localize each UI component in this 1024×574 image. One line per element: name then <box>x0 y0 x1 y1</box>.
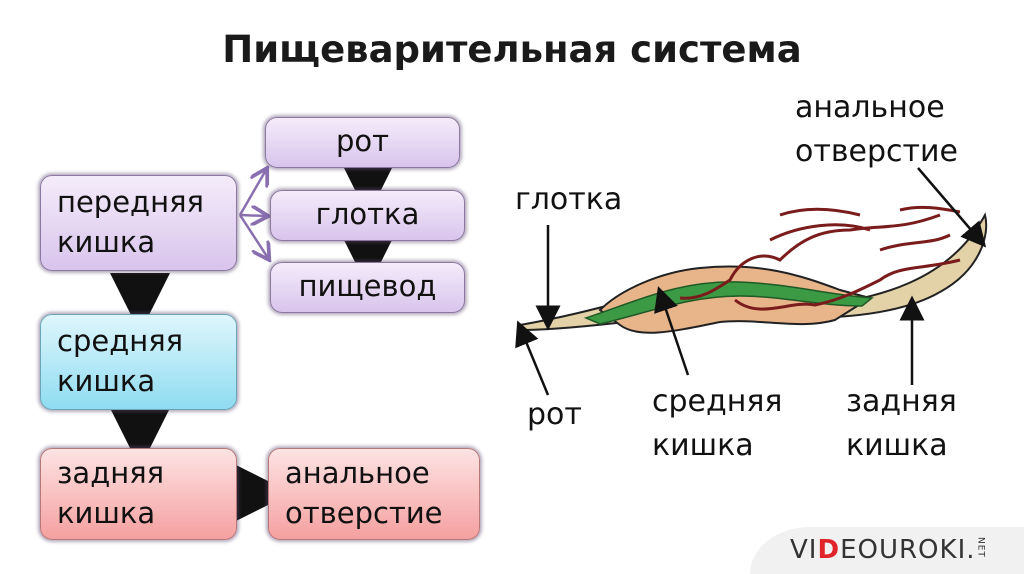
intestine-coils <box>679 205 961 311</box>
foregut-label: передняя кишка <box>57 185 204 259</box>
worm-illustration <box>519 205 988 334</box>
videouroki-logo: VIDEOUROKI.NET <box>790 535 986 565</box>
box-foregut: передняя кишка <box>40 175 237 271</box>
label-hindgut: задняя кишка <box>846 384 957 463</box>
pharynx-label: глотка <box>315 197 420 231</box>
midgut-label: средняя кишка <box>57 324 184 398</box>
branch-arrows <box>238 170 268 258</box>
label-midgut: средняя кишка <box>652 384 783 463</box>
logo-background <box>750 527 1024 574</box>
label-mouth: рот <box>527 397 582 432</box>
box-pharynx: глотка <box>270 190 465 241</box>
label-anus: анальное отверстие <box>795 90 958 169</box>
flow-arrows <box>110 156 398 523</box>
pointer-lines <box>515 167 987 396</box>
mouth-label: рот <box>335 124 390 158</box>
box-hindgut: задняя кишка <box>40 448 237 540</box>
esophagus-label: пищевод <box>298 269 437 303</box>
page-title: Пищеварительная система <box>222 28 802 71</box>
box-esophagus: пищевод <box>270 262 465 313</box>
box-midgut: средняя кишка <box>40 314 237 410</box>
midgut-tube <box>583 281 874 325</box>
label-pharynx: глотка <box>515 182 623 217</box>
anus-label: анальное отверстие <box>285 456 443 530</box>
box-anus: анальное отверстие <box>268 448 480 540</box>
box-mouth: рот <box>265 117 460 168</box>
hindgut-label: задняя кишка <box>57 456 165 530</box>
